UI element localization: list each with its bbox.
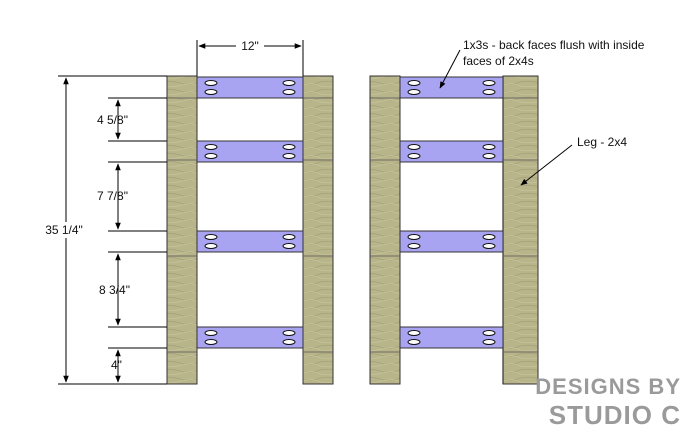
- right-ladder: [369, 75, 539, 385]
- gap-lower-label: 8 3/4": [99, 283, 130, 297]
- gap-mid-label: 7 7/8": [97, 189, 128, 203]
- height-label: 35 1/4": [45, 223, 83, 237]
- left-rails: [196, 76, 304, 349]
- rail: [399, 140, 504, 163]
- rail: [196, 326, 304, 349]
- left-leg-inner: [302, 75, 334, 385]
- rail: [196, 76, 304, 99]
- rail: [399, 76, 504, 99]
- left-leg-outer: [166, 75, 198, 385]
- right-leg-outer: [369, 75, 401, 385]
- bottom-label: 4": [111, 358, 122, 372]
- rail-callout-line1: 1x3s - back faces flush with inside: [463, 38, 645, 52]
- right-rails: [399, 76, 504, 349]
- rail: [399, 230, 504, 253]
- rail: [196, 140, 304, 163]
- leg-callout: Leg - 2x4: [577, 135, 627, 149]
- width-label-text: 12": [241, 39, 259, 53]
- left-ladder: [166, 75, 334, 385]
- brand-line2: STUDIO C: [549, 400, 681, 430]
- brand-line1: DESIGNS BY: [535, 374, 681, 399]
- rail: [399, 326, 504, 349]
- rail-callout-line2: faces of 2x4s: [463, 54, 534, 68]
- right-leg-inner: [502, 75, 539, 385]
- rail: [196, 230, 304, 253]
- gap-top-label: 4 5/8": [97, 113, 128, 127]
